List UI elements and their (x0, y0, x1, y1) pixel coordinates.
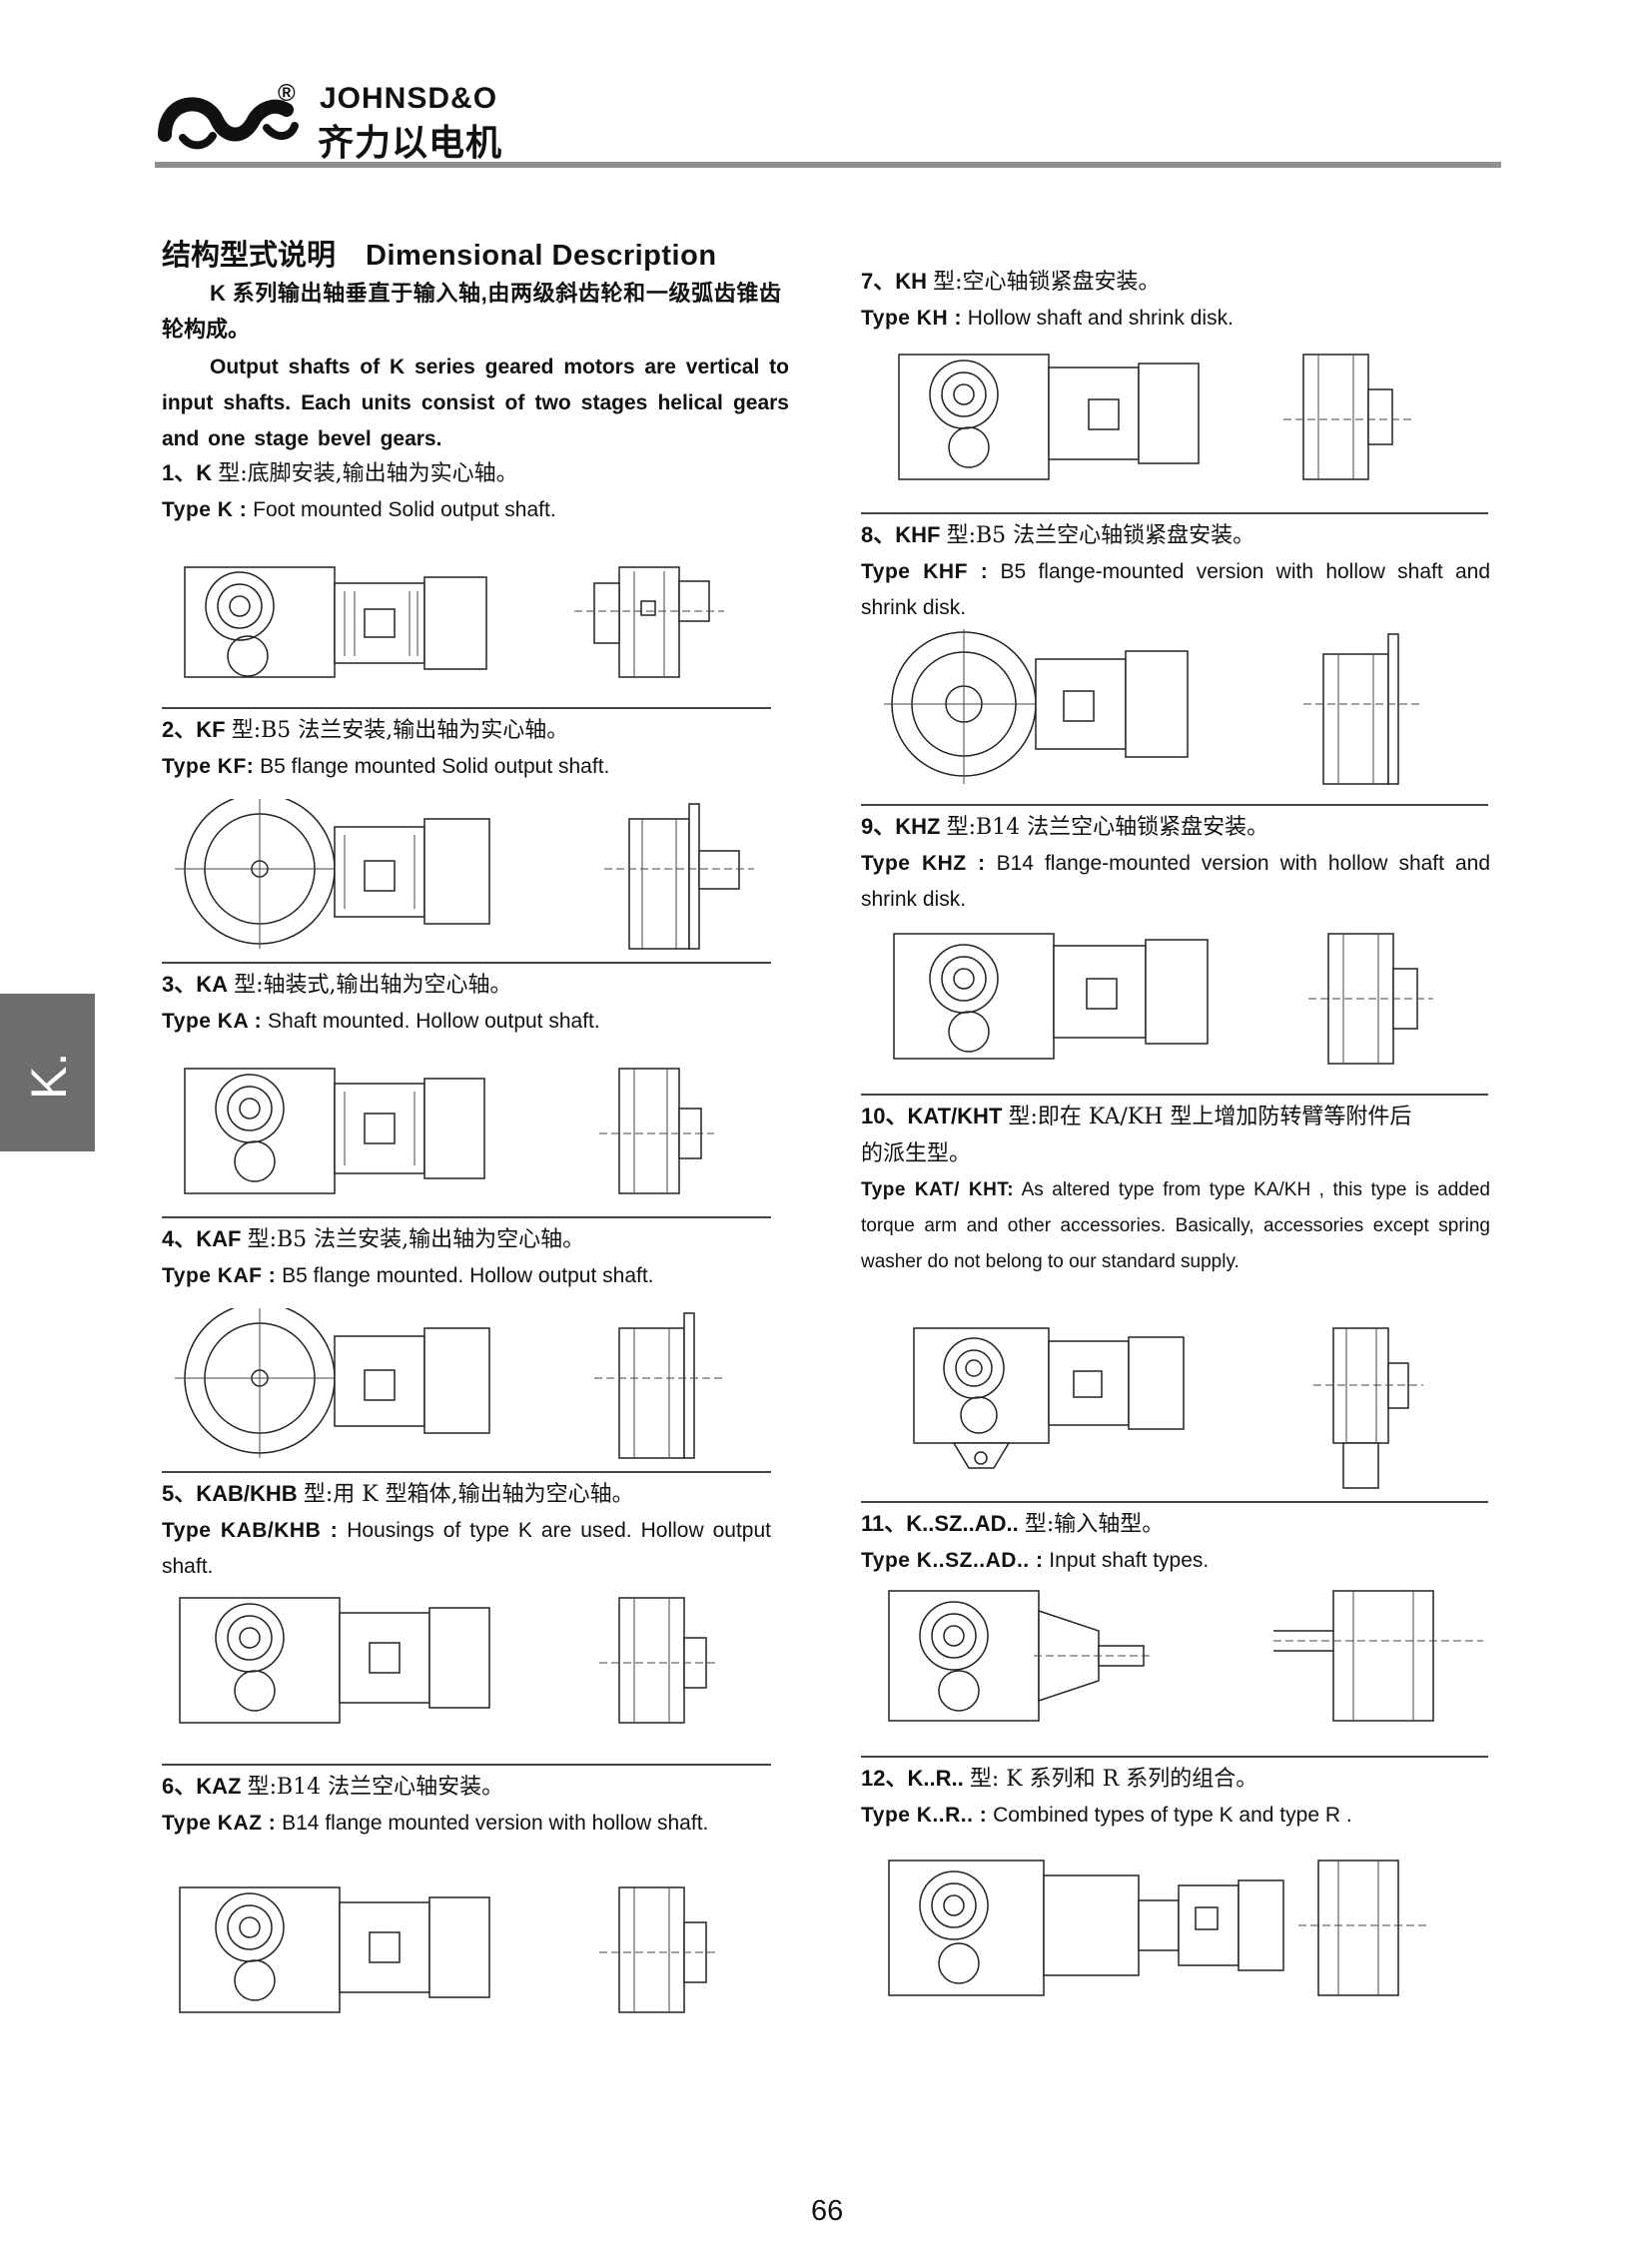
header-divider (155, 162, 1501, 168)
type-description: Type K : Foot mounted Solid output shaft… (162, 498, 556, 521)
section-divider (162, 1216, 771, 1218)
type-ka-drawing (184, 1068, 714, 1194)
type-heading: 5、KAB/KHB 型:用 K 型箱体,输出轴为空心轴。 (162, 1481, 634, 1507)
type-kf-drawing (175, 799, 754, 950)
type-description: Type KAT/ KHT: As altered type from type… (861, 1179, 1490, 1272)
section-divider (861, 804, 1488, 806)
type-kh-entry: 7、KH 型:空心轴锁紧盘安装。 Type KH : Hollow shaft … (861, 264, 1490, 337)
section-divider (861, 1094, 1488, 1096)
type-heading: 8、KHF 型:B5 法兰空心轴锁紧盘安装。 (861, 522, 1255, 548)
type-k-r-entry: 12、K..R.. 型: K 系列和 R 系列的组合。 Type K..R.. … (861, 1761, 1490, 1834)
type-description: Type KAB/KHB : Housings of type K are us… (162, 1519, 771, 1578)
type-description: Type KF: B5 flange mounted Solid output … (162, 755, 610, 778)
type-heading: 7、KH 型:空心轴锁紧盘安装。 (861, 269, 1161, 295)
type-description: Type KH : Hollow shaft and shrink disk. (861, 307, 1234, 330)
section-divider (162, 1471, 771, 1473)
type-heading: 10、KAT/KHT 型:即在 KA/KH 型上增加防转臂等附件后的派生型。 (861, 1104, 1412, 1166)
type-description: Type KAZ : B14 flange mounted version wi… (162, 1812, 709, 1835)
section-divider (162, 962, 771, 964)
type-kaf-drawing (175, 1308, 724, 1459)
type-kaf-entry: 4、KAF 型:B5 法兰安装,输出轴为空心轴。 Type KAF : B5 f… (162, 1221, 771, 1294)
type-description: Type KHZ : B14 flange-mounted version wi… (861, 852, 1491, 911)
section-divider (861, 512, 1488, 514)
type-heading: 9、KHZ 型:B14 法兰空心轴锁紧盘安装。 (861, 814, 1269, 840)
type-description: Type K..SZ..AD.. : Input shaft types. (861, 1549, 1210, 1572)
type-k-sz-ad-drawing (888, 1590, 1483, 1722)
type-khz-entry: 9、KHZ 型:B14 法兰空心轴锁紧盘安装。 Type KHZ : B14 f… (861, 809, 1490, 918)
type-description: Type KAF : B5 flange mounted. Hollow out… (162, 1264, 654, 1287)
type-kat-kht-drawing (913, 1327, 1423, 1489)
type-khf-entry: 8、KHF 型:B5 法兰空心轴锁紧盘安装。 Type KHF : B5 fla… (861, 517, 1490, 626)
type-kf-entry: 2、KF 型:B5 法兰安装,输出轴为实心轴。 Type KF: B5 flan… (162, 712, 771, 785)
type-heading: 3、KA 型:轴装式,输出轴为空心轴。 (162, 972, 512, 998)
intro-en: Output shafts of K series geared motors … (162, 356, 789, 450)
type-heading: 2、KF 型:B5 法兰安装,输出轴为实心轴。 (162, 717, 569, 743)
section-divider (162, 1764, 771, 1766)
brand-logo (158, 97, 299, 150)
type-kab-khb-entry: 5、KAB/KHB 型:用 K 型箱体,输出轴为空心轴。 Type KAB/KH… (162, 1476, 771, 1585)
section-title: 结构型式说明 Dimensional Description (162, 232, 717, 274)
type-k-sz-ad-entry: 11、K..SZ..AD.. 型:输入轴型。 Type K..SZ..AD.. … (861, 1506, 1490, 1579)
page-number: 66 (811, 2195, 844, 2227)
registered-mark: ® (278, 80, 296, 107)
type-description: Type K..R.. : Combined types of type K a… (861, 1804, 1352, 1827)
type-k-r-drawing (888, 1860, 1428, 1996)
type-khz-drawing (893, 933, 1433, 1065)
section-divider (861, 1756, 1488, 1758)
type-heading: 6、KAZ 型:B14 法兰空心轴安装。 (162, 1774, 504, 1800)
type-description: Type KA : Shaft mounted. Hollow output s… (162, 1010, 600, 1033)
page-header: ® JOHNSD&O 齐力以电机 (155, 70, 1503, 170)
type-description: Type KHF : B5 flange-mounted version wit… (861, 560, 1491, 619)
section-divider (162, 707, 771, 709)
side-tab-label: K. (21, 1052, 77, 1100)
type-kh-drawing (898, 354, 1413, 480)
type-k-drawing (184, 566, 724, 678)
type-kaz-entry: 6、KAZ 型:B14 法兰空心轴安装。 Type KAZ : B14 flan… (162, 1769, 771, 1842)
title-zh: 结构型式说明 (162, 240, 337, 272)
section-divider (861, 1501, 1488, 1503)
title-en: Dimensional Description (366, 240, 717, 272)
type-heading: 1、K 型:底脚安装,输出轴为实心轴。 (162, 460, 518, 486)
type-heading: 4、KAF 型:B5 法兰安装,输出轴为空心轴。 (162, 1226, 585, 1252)
section-side-tab: K. (0, 994, 95, 1151)
type-heading: 11、K..SZ..AD.. 型:输入轴型。 (861, 1511, 1165, 1537)
brand-name-zh: 齐力以电机 (318, 122, 503, 163)
type-k-entry: 1、K 型:底脚安装,输出轴为实心轴。 Type K : Foot mounte… (162, 455, 771, 528)
type-kaz-drawing (179, 1886, 719, 2013)
type-ka-entry: 3、KA 型:轴装式,输出轴为空心轴。 Type KA : Shaft moun… (162, 967, 771, 1040)
type-kab-khb-drawing (179, 1597, 719, 1724)
brand-name-en: JOHNSD&O (320, 82, 498, 115)
type-kat-kht-entry: 10、KAT/KHT 型:即在 KA/KH 型上增加防转臂等附件后的派生型。 T… (861, 1099, 1490, 1280)
type-heading: 12、K..R.. 型: K 系列和 R 系列的组合。 (861, 1766, 1258, 1792)
type-khf-drawing (884, 629, 1423, 785)
intro-zh: K 系列输出轴垂直于输入轴,由两级斜齿轮和一级弧齿锥齿轮构成。 (162, 281, 781, 342)
